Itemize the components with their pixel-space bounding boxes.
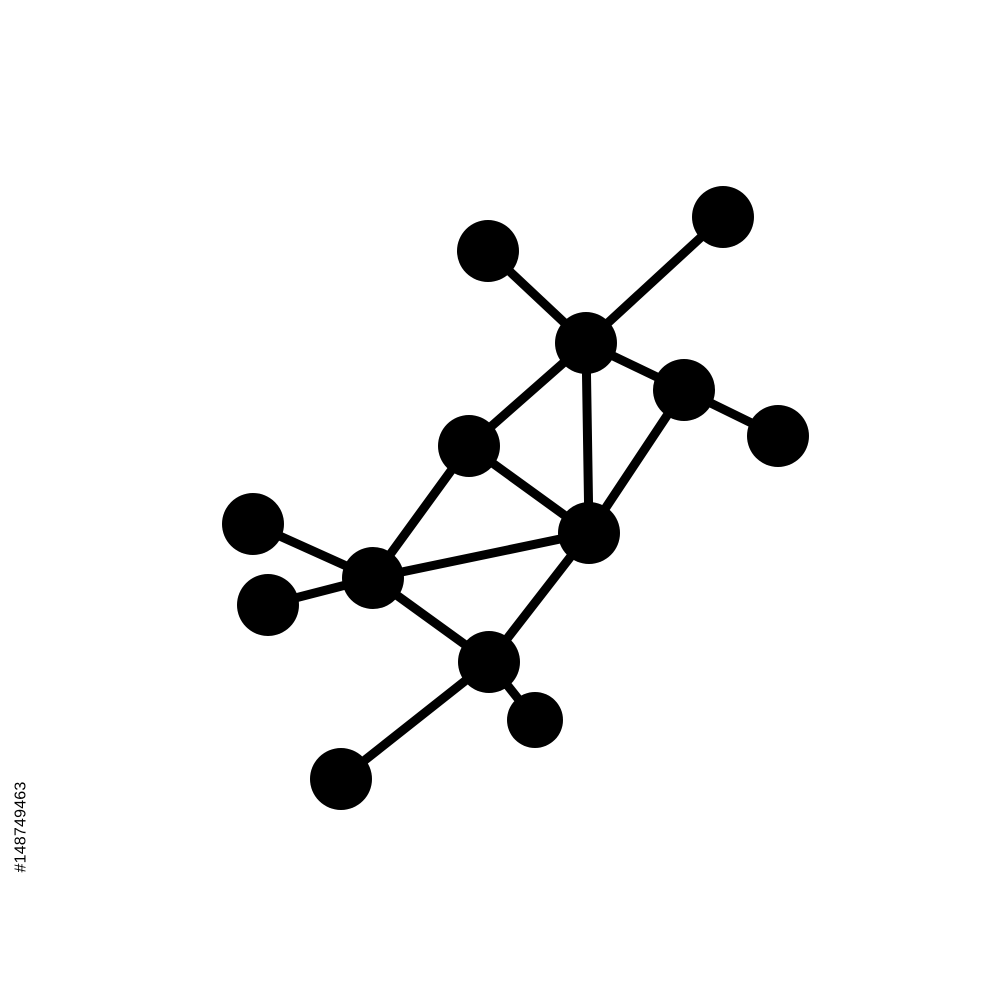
node-tip-left-upper xyxy=(222,493,284,555)
edge-left-hub-to-center-right xyxy=(368,528,594,583)
nodes-layer xyxy=(222,186,809,810)
stock-id-text: #148749463 xyxy=(12,781,30,873)
edge-hub-top-to-center-right xyxy=(581,338,594,538)
stock-id-watermark: #148749463 xyxy=(6,752,36,902)
node-right-node xyxy=(653,359,715,421)
node-tip-left-lower xyxy=(237,574,299,636)
edge-bottom-hub-to-tip-bottom-left xyxy=(336,657,494,784)
node-tip-right xyxy=(747,405,809,467)
node-tip-bottom-small xyxy=(507,692,563,748)
node-left-hub xyxy=(342,547,404,609)
node-middle-upper xyxy=(438,415,500,477)
node-tip-bottom-left xyxy=(310,748,372,810)
edge-hub-top-to-tip-top-right xyxy=(581,212,728,348)
node-center-right xyxy=(558,502,620,564)
edges-layer xyxy=(248,212,783,784)
node-bottom-hub xyxy=(458,631,520,693)
node-tip-top-left xyxy=(457,220,519,282)
node-tip-top-right xyxy=(692,186,754,248)
node-hub-top xyxy=(555,312,617,374)
